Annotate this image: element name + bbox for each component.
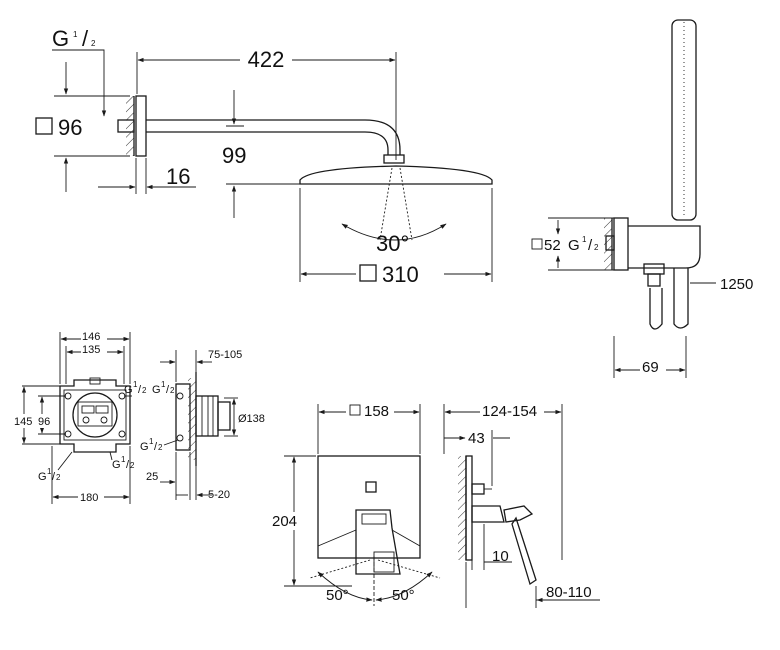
dim-25: 25 [146,471,158,483]
svg-text:2: 2 [158,443,163,452]
dim-96-box: 96 [38,416,50,428]
dim-69: 69 [642,359,659,376]
mixer-front-view: 50° 50° 158 204 [272,402,441,606]
hand-shower-body [671,19,697,221]
dim-43: 43 [468,430,485,447]
mounting-box-front-view: 146 135 G 1 / 2 145 96 G 1 / 2 G 1 / 2 1… [14,330,147,504]
dim-204: 204 [272,513,297,530]
dim-99: 99 [222,143,246,168]
shower-head-view: 422 G 1 / 2 96 99 16 30° 310 [35,26,493,287]
dim-52: 52 [544,237,561,254]
svg-text:2: 2 [56,473,61,482]
dim-310: 310 [382,262,419,287]
mixer-side-lever [511,516,537,586]
dim-80-110: 80-110 [546,584,592,601]
svg-text:/: / [138,384,142,396]
svg-text:G: G [112,459,121,471]
dim-158: 158 [364,403,389,420]
svg-text:2: 2 [594,243,599,252]
dim-5-20: 5-20 [208,489,230,501]
mixer-cover-plate [317,455,421,559]
wall-flange [135,95,147,157]
svg-text:1: 1 [121,455,126,464]
thread-label-g: G [52,26,69,51]
svg-text:G: G [152,384,161,396]
dim-96: 96 [58,115,82,140]
dim-422: 422 [248,47,285,72]
svg-text:2: 2 [130,461,135,470]
svg-text:1: 1 [582,235,587,244]
shower-plate [299,165,493,185]
svg-text:/: / [166,384,170,396]
svg-text:G: G [124,384,133,396]
box-center-circle [72,392,118,438]
mixer-lever [355,509,401,575]
svg-text:G: G [140,441,149,453]
square-symbol-icon [531,238,543,250]
angle-left-50: 50° [326,587,349,604]
svg-text:/: / [126,459,130,471]
square-symbol-icon [349,404,361,416]
dim-d138: Ø138 [238,413,265,425]
dim-135: 135 [82,344,100,356]
mixer-side-view: 124-154 43 10 80-110 [443,402,600,608]
svg-text:G: G [568,237,580,254]
svg-text:1: 1 [133,380,138,389]
dim-10: 10 [492,548,509,565]
svg-text:/: / [52,471,56,483]
svg-text:2: 2 [170,386,175,395]
dim-124-154: 124-154 [482,403,537,420]
dim-145: 145 [14,416,32,428]
angle-30: 30° [376,231,409,256]
dim-16: 16 [166,164,190,189]
svg-text:G: G [38,471,47,483]
mounting-box-side-view: 75-105 G 1 / 2 G 1 / 2 Ø138 25 5-20 [140,349,265,501]
svg-text:2: 2 [142,386,147,395]
dim-75-105: 75-105 [208,349,242,361]
wall-hatch [126,96,134,156]
svg-text:/: / [588,237,593,254]
hand-shower-view: 52 G 1 / 2 1250 69 [531,19,753,378]
square-symbol-icon [359,264,377,282]
dim-1250: 1250 [720,276,753,293]
dim-146: 146 [82,331,100,343]
square-symbol-icon [35,117,53,135]
svg-text:2: 2 [91,39,96,48]
dim-180: 180 [80,492,98,504]
svg-text:/: / [154,441,158,453]
svg-text:/: / [82,26,89,51]
angle-right-50: 50° [392,587,415,604]
svg-text:1: 1 [161,380,166,389]
svg-text:1: 1 [73,30,78,39]
svg-text:1: 1 [149,437,154,446]
svg-text:1: 1 [47,467,52,476]
